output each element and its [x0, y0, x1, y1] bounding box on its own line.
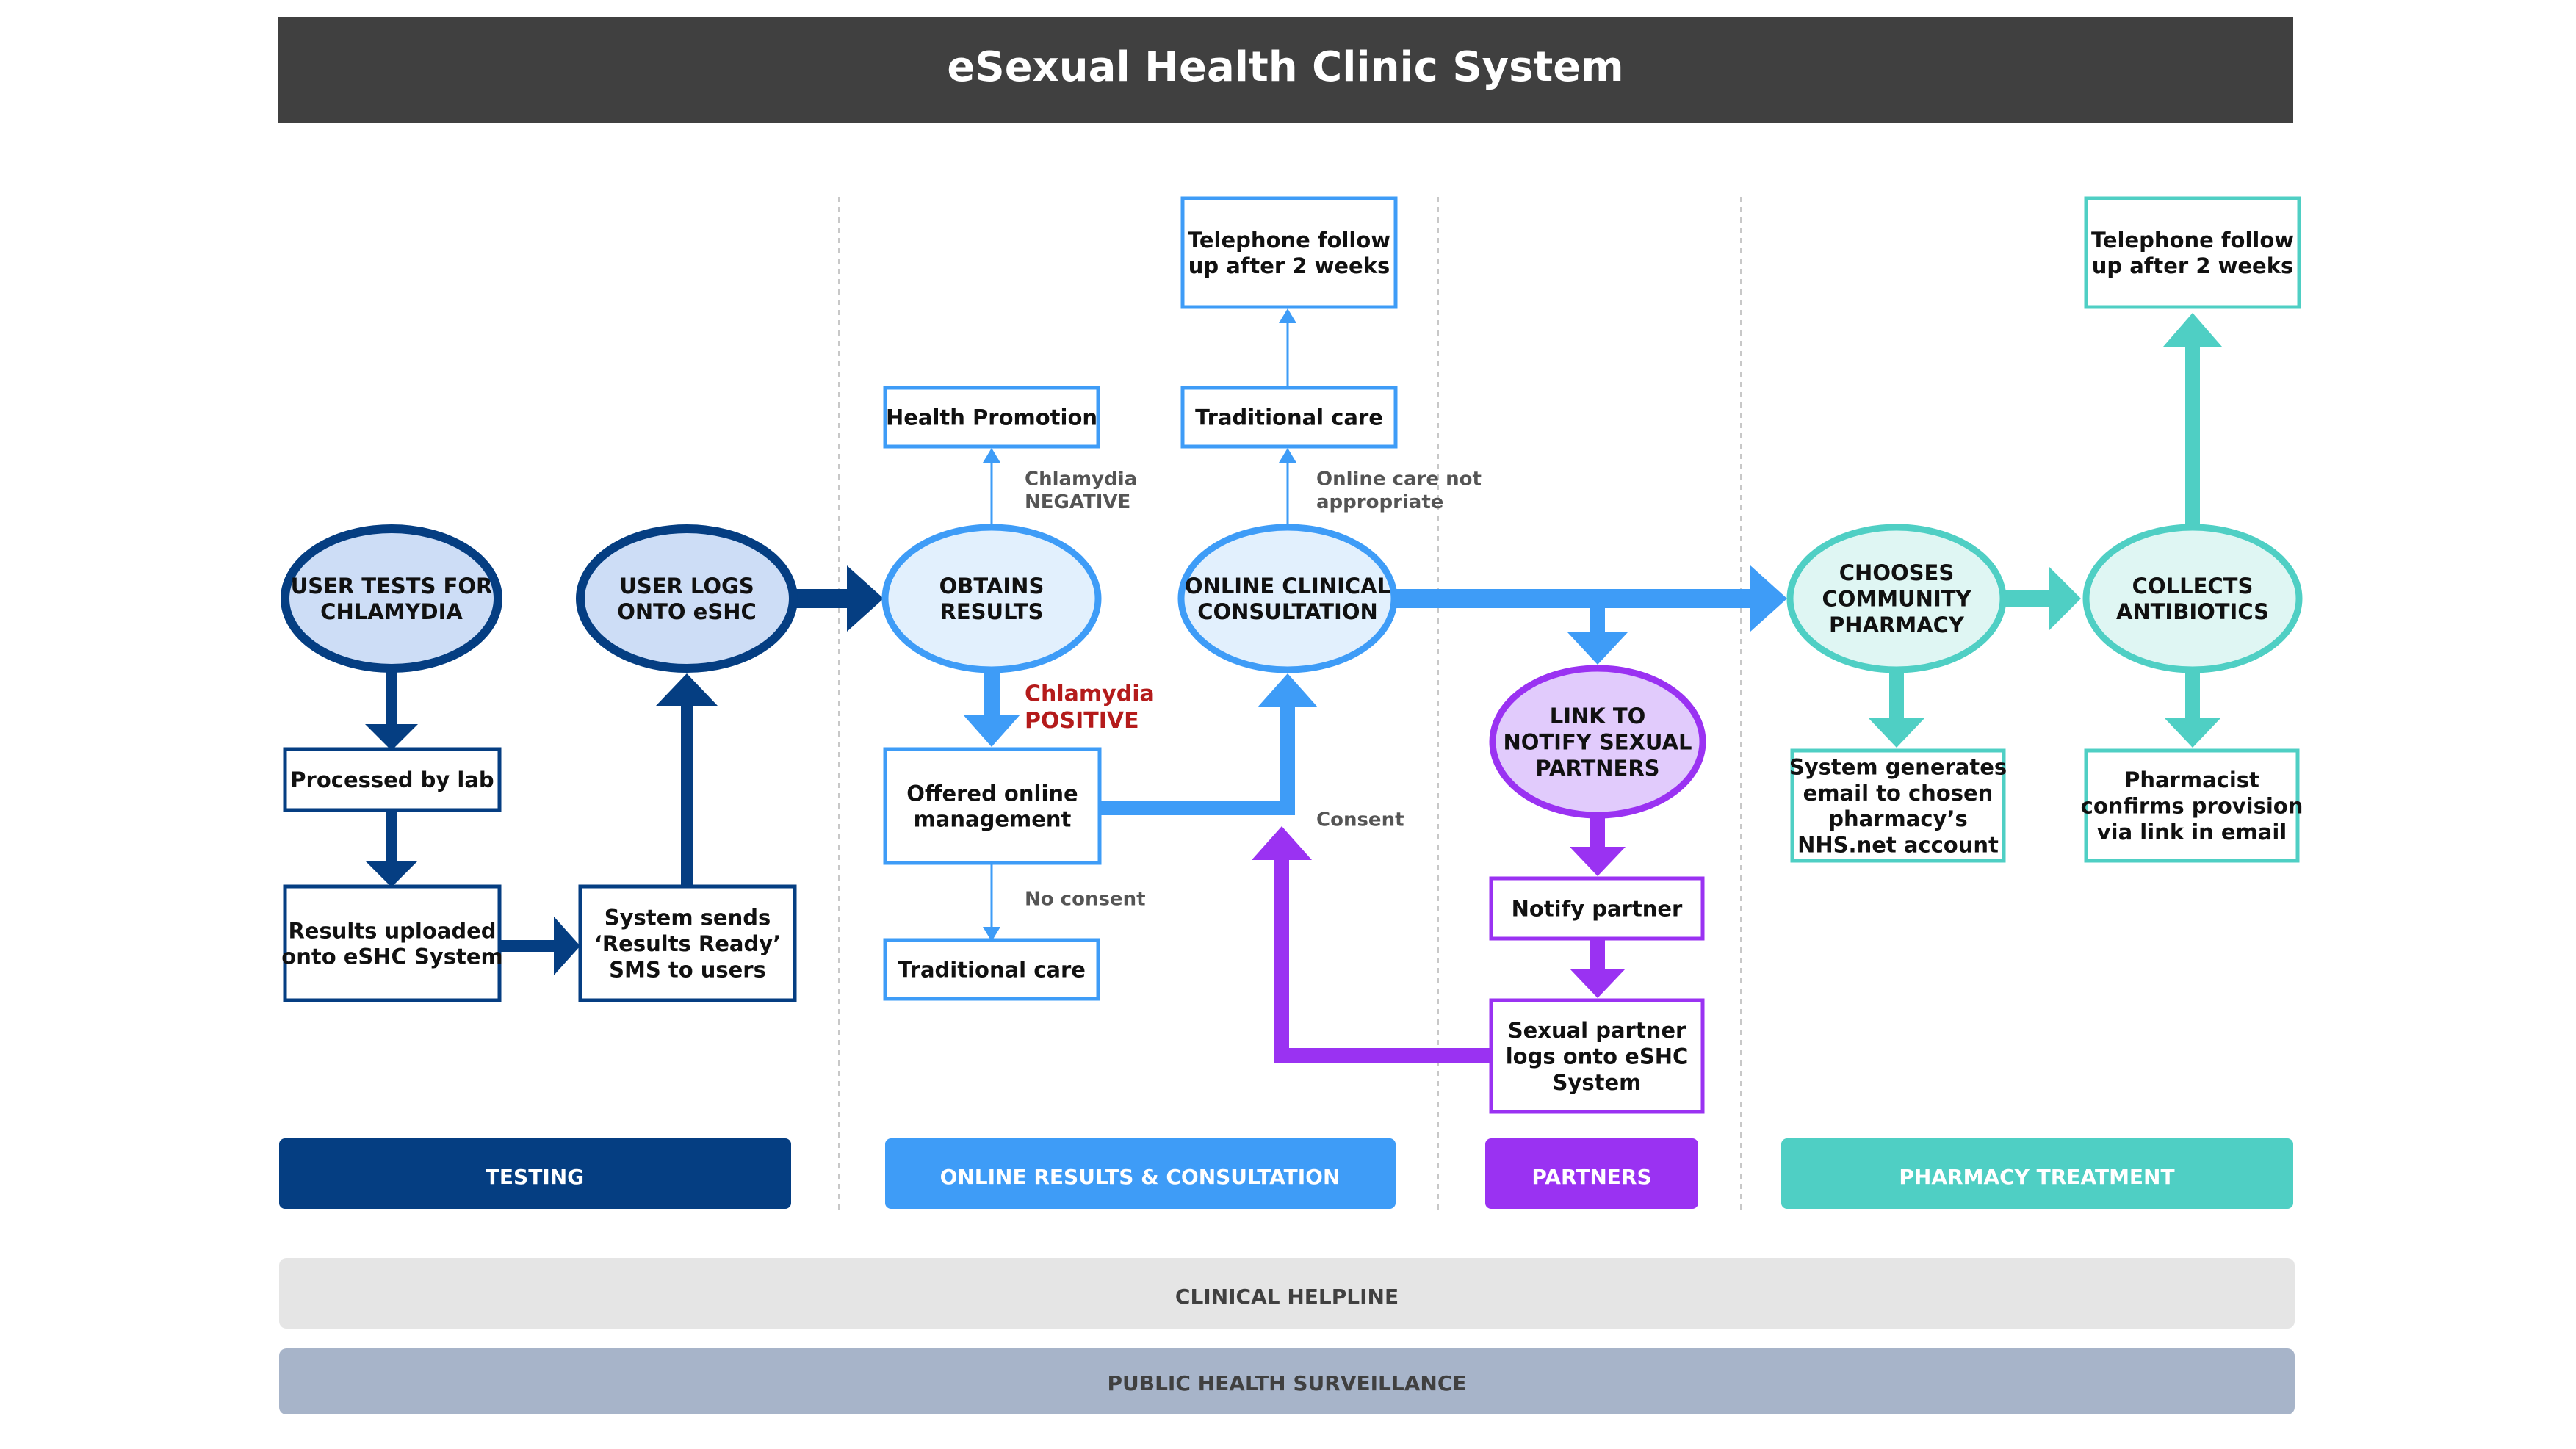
- arrow-consultation-to-trad-care: [1279, 448, 1296, 527]
- arrow-uploaded-to-sms: [501, 917, 580, 975]
- arrow-sms-to-logs: [656, 673, 718, 887]
- arrow-link-to-notify-partner: [1570, 817, 1626, 876]
- arrow-partner-logs-to-consultation: [1252, 826, 1491, 1063]
- public-health-surveillance-bar: [279, 1348, 2295, 1414]
- arrow-collects-to-pharmacist: [2165, 670, 2220, 748]
- node-health-promotion-label: Health Promotion: [886, 405, 1097, 430]
- lane-partners-label: PARTNERS: [1531, 1165, 1651, 1189]
- node-notify-partner: Notify partner: [1489, 876, 1705, 941]
- node-system-sends-label: System sends‘Results Ready’SMS to users: [594, 906, 781, 983]
- arrow-trad-care-to-telephone: [1279, 308, 1296, 388]
- lane-testing-bar: [279, 1138, 791, 1209]
- node-traditional-care-top-label: Traditional care: [1195, 405, 1383, 430]
- arrow-offered-to-trad-care: [983, 863, 1000, 942]
- arrow-consultation-to-link-notify: [1567, 599, 1628, 665]
- node-traditional-care-top: Traditional care: [1180, 386, 1398, 449]
- note-no-consent: No consent: [1025, 888, 1146, 910]
- arrow-consultation-to-pharmacy: [1390, 565, 1787, 632]
- node-traditional-care-bottom-label: Traditional care: [898, 957, 1086, 982]
- lane-pharmacy-bar: [1781, 1138, 2293, 1209]
- lane-online-bar: [885, 1138, 1396, 1209]
- title-bar: [278, 17, 2293, 123]
- arrow-collects-to-telephone: [2163, 313, 2222, 527]
- node-processed-by-lab-label: Processed by lab: [290, 767, 494, 792]
- clinical-helpline-label: CLINICAL HELPLINE: [1175, 1284, 1399, 1309]
- lane-testing-label: TESTING: [486, 1165, 584, 1189]
- arrow-offered-to-consultation: [1100, 673, 1318, 815]
- node-system-sends: System sends‘Results Ready’SMS to users: [578, 884, 797, 1002]
- arrow-obtains-to-health-promotion: [983, 448, 1000, 527]
- arrow-pharmacy-to-collects: [2004, 566, 2081, 631]
- node-notify-partner-label: Notify partner: [1512, 896, 1683, 921]
- public-health-surveillance-label: PUBLIC HEALTH SURVEILLANCE: [1107, 1371, 1466, 1395]
- arrow-processed-to-uploaded: [365, 812, 418, 887]
- note-consent: Consent: [1316, 809, 1404, 831]
- clinical-helpline-bar: [279, 1258, 2295, 1329]
- arrow-obtains-to-positive: [963, 670, 1020, 747]
- lane-partners-bar: [1485, 1138, 1698, 1209]
- diagram-title: eSexual Health Clinic System: [947, 43, 1623, 91]
- arrow-logs-to-obtains: [795, 565, 884, 632]
- node-health-promotion: Health Promotion: [883, 386, 1100, 449]
- lane-pharmacy-label: PHARMACY TREATMENT: [1899, 1165, 2174, 1189]
- arrow-notify-to-partner-logs: [1570, 938, 1626, 998]
- arrow-pharmacy-to-system-generates: [1869, 670, 1924, 748]
- node-traditional-care-bottom: Traditional care: [883, 938, 1100, 1001]
- node-processed-by-lab: Processed by lab: [283, 747, 502, 812]
- connectors: [365, 308, 2222, 1063]
- lane-online-label: ONLINE RESULTS & CONSULTATION: [940, 1165, 1341, 1189]
- arrow-tests-to-processed: [365, 672, 418, 751]
